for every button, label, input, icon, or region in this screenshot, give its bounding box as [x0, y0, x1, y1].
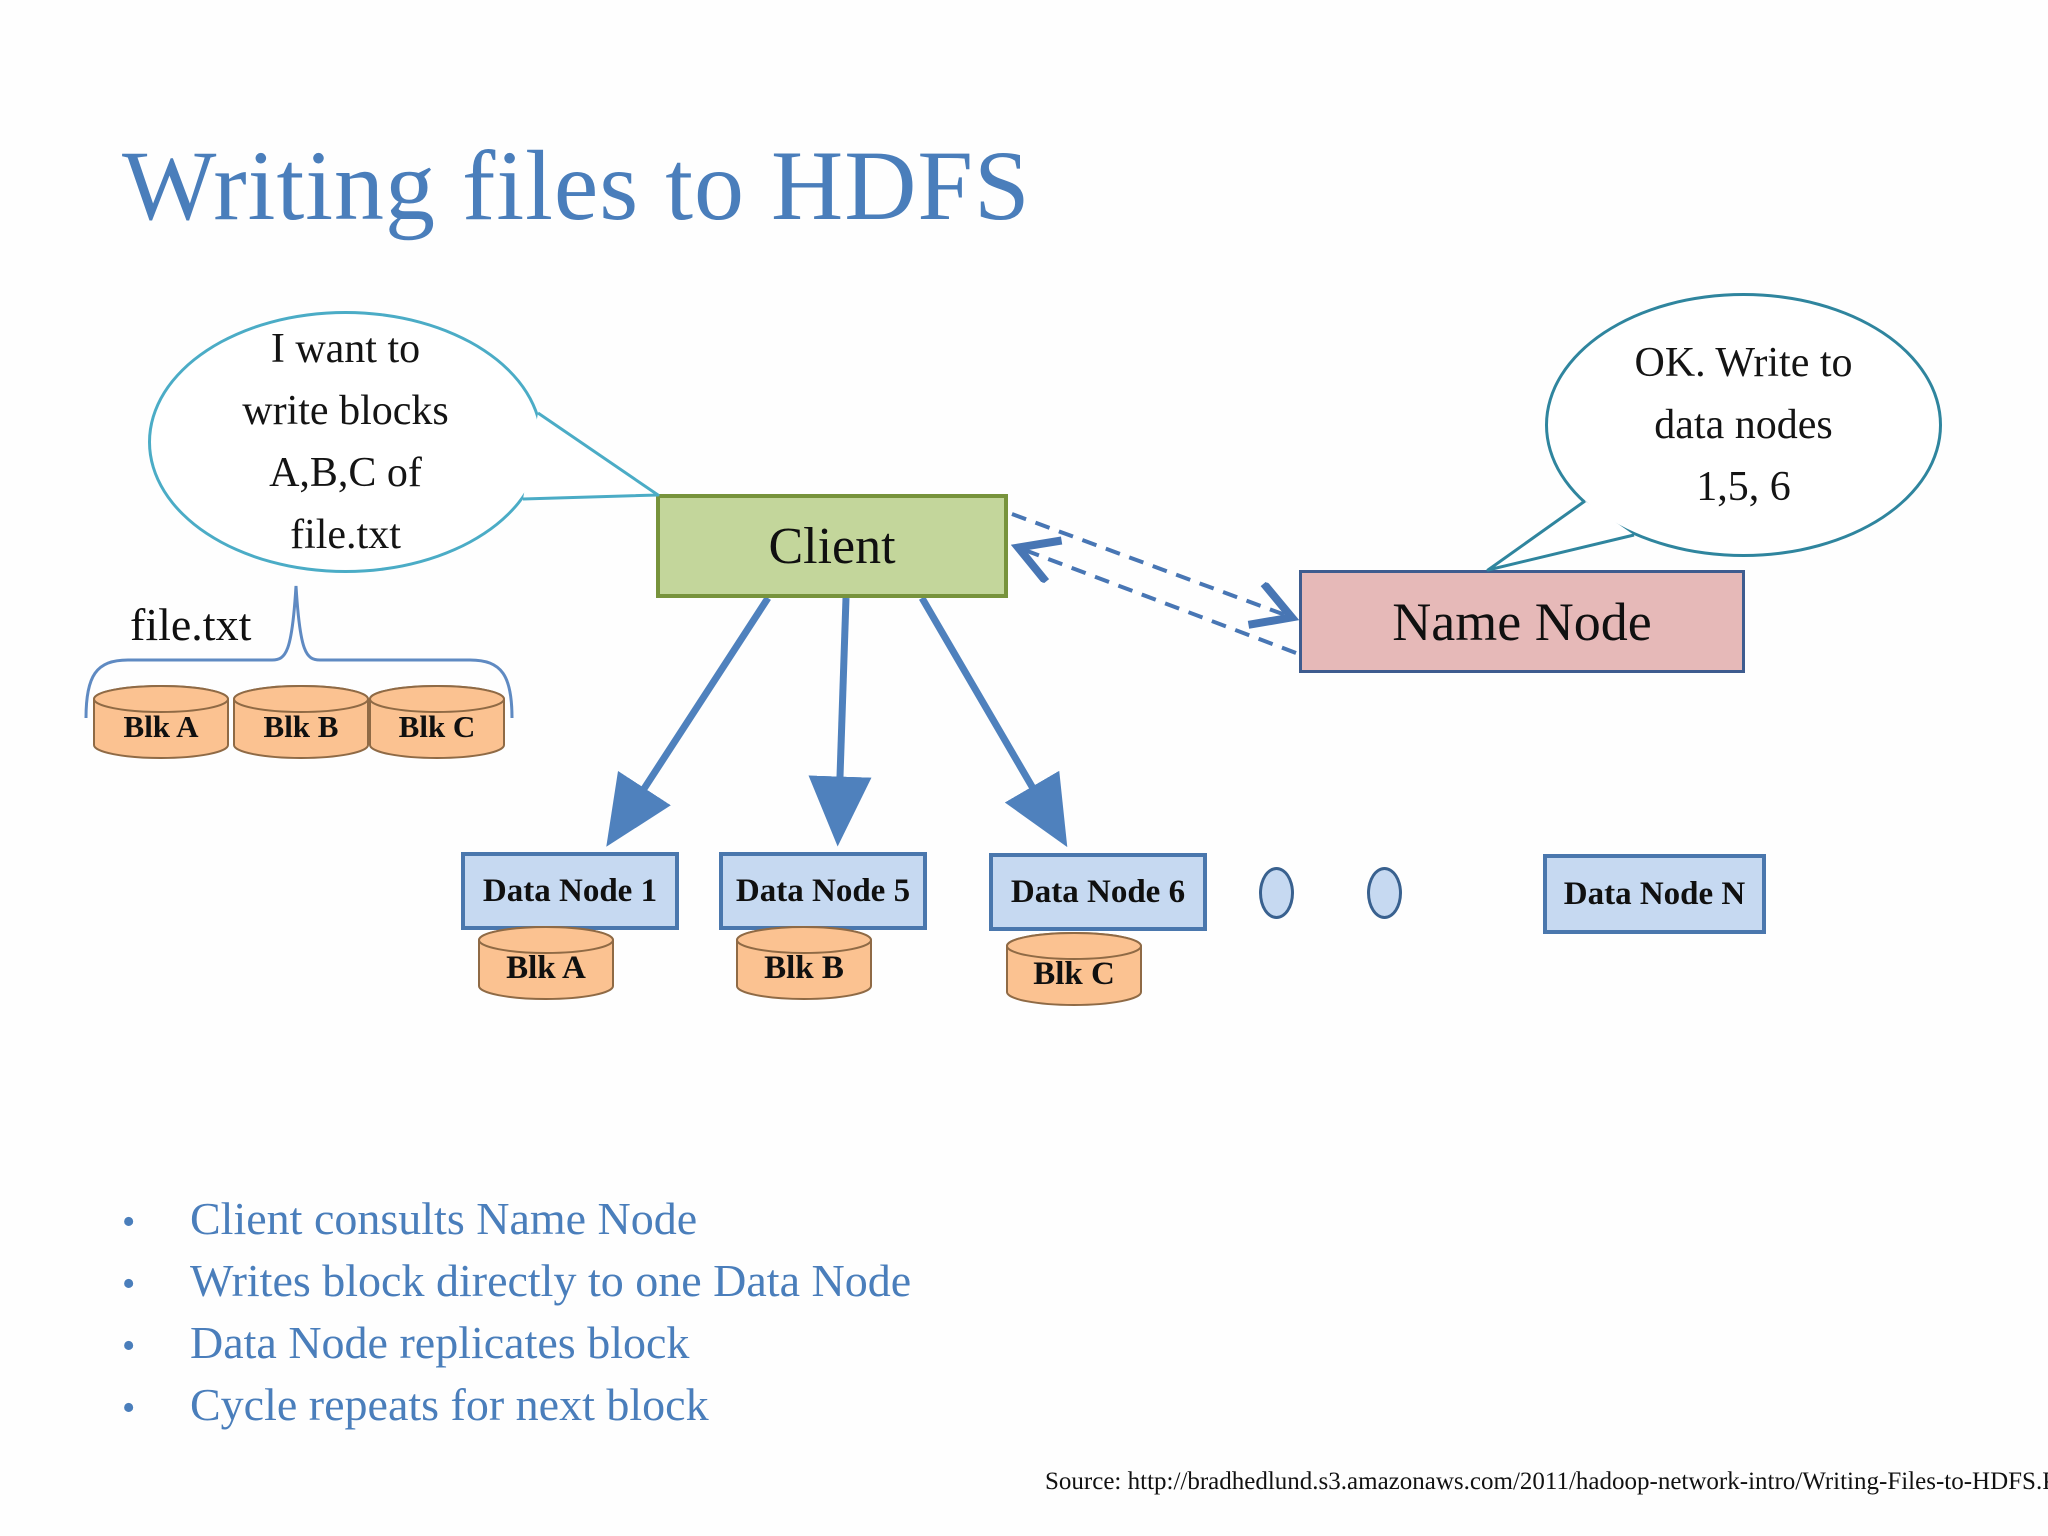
replica-block-cylinder-c: Blk C — [1005, 930, 1143, 1008]
page-title: Writing files to HDFS — [122, 130, 1031, 241]
block-label: Blk C — [1033, 956, 1115, 992]
replica-block-cylinder-b: Blk B — [735, 924, 873, 1002]
client-request-bubble: I want to write blocks A,B,C of file.txt — [148, 311, 543, 573]
file-block-cylinder-a: Blk A — [92, 683, 230, 761]
client-to-datanode5-arrow — [808, 597, 872, 847]
block-label: Blk B — [263, 709, 339, 744]
ellipsis-dot — [1367, 867, 1402, 919]
client-request-bubble-tail — [522, 411, 660, 501]
bullet-dot-icon: • — [122, 1263, 136, 1305]
data-node-1-box: Data Node 1 — [461, 852, 679, 930]
client-to-namenode-dashed-arrow — [1011, 512, 1288, 616]
bullet-item: • Cycle repeats for next block — [122, 1378, 911, 1440]
client-to-datanode6-arrow — [918, 596, 1068, 848]
bullet-dot-icon: • — [122, 1387, 136, 1429]
cylinder-shape — [478, 926, 614, 1000]
bubble-line: file.txt — [290, 512, 401, 558]
ellipsis-dot — [1259, 867, 1294, 919]
bubble-line: write blocks — [242, 388, 449, 434]
bubble-line: A,B,C of — [269, 450, 422, 496]
bullet-item: • Writes block directly to one Data Node — [122, 1254, 911, 1316]
block-label: Blk B — [764, 950, 844, 986]
bubble-line: data nodes — [1654, 402, 1833, 448]
namenode-reply-bubble: OK. Write to data nodes 1,5, 6 — [1545, 293, 1942, 557]
client-node-box: Client — [656, 494, 1008, 598]
block-label: Blk C — [398, 709, 476, 744]
bubble-line: 1,5, 6 — [1696, 464, 1791, 510]
bullet-dot-icon: • — [122, 1325, 136, 1367]
data-node-n-box: Data Node N — [1543, 854, 1766, 934]
bullet-text: Data Node replicates block — [190, 1317, 690, 1368]
bullet-text: Writes block directly to one Data Node — [190, 1255, 912, 1306]
data-node-6-box: Data Node 6 — [989, 853, 1207, 931]
name-node-box: Name Node — [1299, 570, 1745, 673]
file-block-cylinder-b: Blk B — [232, 683, 370, 761]
block-label: Blk A — [506, 950, 586, 986]
source-caption: Source: http://bradhedlund.s3.amazonaws.… — [1045, 1468, 2048, 1495]
client-to-datanode1-arrow — [606, 596, 771, 847]
namenode-to-client-dashed-arrow — [1022, 549, 1297, 655]
bullet-item: • Data Node replicates block — [122, 1316, 911, 1378]
bullet-text: Cycle repeats for next block — [190, 1379, 709, 1430]
bubble-line: I want to — [270, 326, 421, 372]
cylinder-shape — [736, 926, 872, 1000]
bullet-list: • Client consults Name Node • Writes blo… — [122, 1192, 911, 1440]
bullet-text: Client consults Name Node — [190, 1193, 698, 1244]
file-block-cylinder-c: Blk C — [368, 683, 506, 761]
data-node-5-box: Data Node 5 — [719, 852, 927, 930]
replica-block-cylinder-a: Blk A — [477, 924, 615, 1002]
cylinder-shape — [1006, 932, 1142, 1006]
bubble-line: OK. Write to — [1634, 340, 1853, 386]
bullet-item: • Client consults Name Node — [122, 1192, 911, 1254]
bullet-dot-icon: • — [122, 1201, 136, 1243]
file-label: file.txt — [130, 599, 252, 650]
block-label: Blk A — [123, 709, 199, 744]
